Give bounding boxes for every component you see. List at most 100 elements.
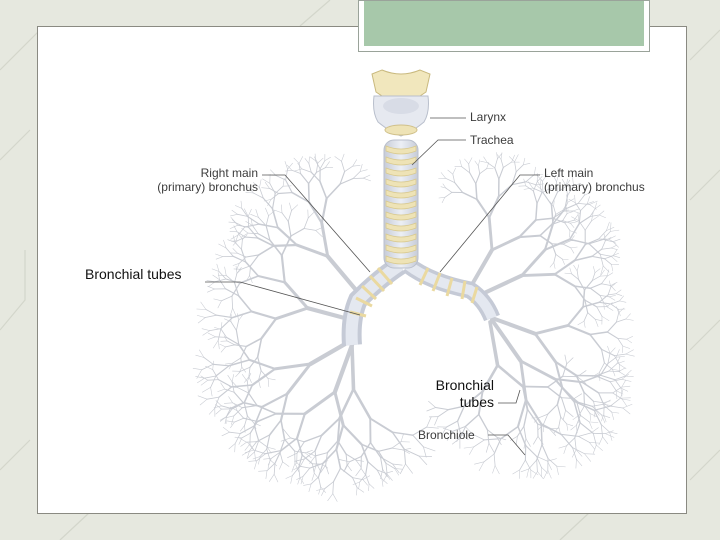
bronchial-branch (222, 296, 233, 301)
bronchial-branch (259, 246, 274, 255)
bronchial-branch (596, 445, 602, 451)
bronchial-branch (353, 160, 357, 167)
bronchial-branch (622, 346, 623, 353)
bronchial-branch (233, 308, 236, 316)
bronchial-branch (567, 358, 573, 364)
bronchial-branch (584, 392, 594, 401)
bronchial-branch (241, 201, 242, 208)
bronchial-branch (239, 296, 252, 312)
bronchial-branch (608, 294, 616, 295)
bronchial-branch (224, 403, 232, 404)
bronchial-branch (552, 192, 558, 205)
bronchial-branch (393, 464, 403, 465)
bronchial-branch (217, 264, 219, 271)
bronchial-branch (557, 466, 559, 475)
bronchial-branch (401, 435, 403, 442)
bronchial-branch (218, 389, 225, 392)
bronchial-branch (208, 282, 215, 287)
bronchial-branch (280, 452, 283, 462)
bronchial-branch (593, 433, 596, 445)
bronchial-branch (229, 360, 250, 366)
bronchial-branch (406, 464, 413, 473)
bronchial-branch (314, 473, 319, 478)
bronchial-branch (228, 375, 232, 382)
bronchial-branch (363, 480, 368, 486)
bronchial-branch (537, 193, 542, 203)
bronchial-branch (599, 393, 605, 406)
bronchial-branch (212, 269, 219, 272)
bronchial-branch (213, 364, 229, 366)
bronchial-branch (522, 250, 545, 276)
bronchial-branch (526, 446, 537, 457)
bronchial-branch (578, 321, 584, 325)
bronchial-branch (423, 447, 435, 451)
bronchial-branch (578, 213, 579, 221)
bronchial-branch (579, 279, 585, 290)
bronchial-branch (297, 245, 328, 256)
bronchial-branch (216, 409, 222, 414)
bronchial-branch (466, 415, 479, 427)
bronchial-branch (234, 418, 243, 422)
bronchial-branch (299, 468, 300, 478)
bronchial-branch (309, 202, 322, 223)
bronchial-branch (602, 349, 615, 355)
bronchial-branch (237, 267, 241, 273)
bronchial-branch (304, 229, 316, 231)
bronchial-branch (537, 472, 543, 479)
bronchial-branch (242, 374, 247, 381)
bronchial-branch (235, 242, 242, 249)
bronchial-branch (242, 433, 250, 438)
bronchial-branch (315, 453, 327, 456)
bronchial-branch (620, 296, 624, 301)
bronchial-branch (542, 445, 548, 459)
bronchial-branch (300, 478, 304, 484)
bronchial-branch (469, 158, 472, 164)
bronchial-branch (608, 287, 611, 295)
bronchial-branch (316, 168, 325, 173)
bronchial-branch (615, 380, 621, 388)
bronchial-branch (241, 442, 247, 446)
bronchial-branch (288, 453, 298, 458)
bronchial-branch (570, 223, 574, 227)
bronchial-branch (503, 162, 511, 167)
bronchial-branch (259, 441, 268, 447)
bronchial-branch (611, 256, 617, 261)
bronchial-branch (447, 421, 458, 427)
bronchial-branch (308, 212, 314, 218)
bronchial-branch (623, 404, 632, 408)
bronchial-branch (469, 164, 470, 173)
bronchial-branch (612, 412, 614, 420)
bronchial-branch (479, 462, 484, 471)
bronchial-branch (322, 418, 340, 435)
bronchial-branch (404, 449, 419, 456)
bronchial-branch (610, 406, 622, 408)
bronchial-branch (536, 203, 537, 220)
bronchial-branch (604, 303, 605, 310)
bronchial-branch (211, 376, 216, 387)
bronchial-branch (525, 460, 530, 470)
bronchial-branch (441, 173, 446, 179)
bronchial-branch (207, 289, 214, 292)
bronchial-branch (595, 319, 598, 326)
bronchial-branch (552, 205, 554, 224)
bronchial-branch (258, 276, 284, 282)
bronchial-branch (236, 223, 245, 227)
bronchial-branch (580, 423, 593, 434)
bronchial-branch (218, 301, 222, 308)
bronchial-branch (353, 478, 363, 480)
bronchial-branch (589, 422, 598, 423)
bronchial-branch (259, 471, 268, 472)
left-main-bronchus-label: Left main (primary) bronchus (544, 166, 645, 194)
bronchial-branch (576, 376, 584, 393)
bronchial-branch (622, 379, 631, 381)
bronchial-branch (235, 444, 236, 452)
bronchial-branch (363, 178, 371, 181)
bronchial-branch (354, 389, 371, 418)
bronchial-branch (616, 294, 622, 296)
bronchial-branch (550, 263, 554, 268)
bronchial-branch (610, 348, 615, 354)
bronchial-branch (469, 447, 473, 455)
bronchial-branch (222, 432, 230, 436)
bronchial-branch (220, 280, 226, 289)
bronchial-branch (244, 403, 247, 416)
